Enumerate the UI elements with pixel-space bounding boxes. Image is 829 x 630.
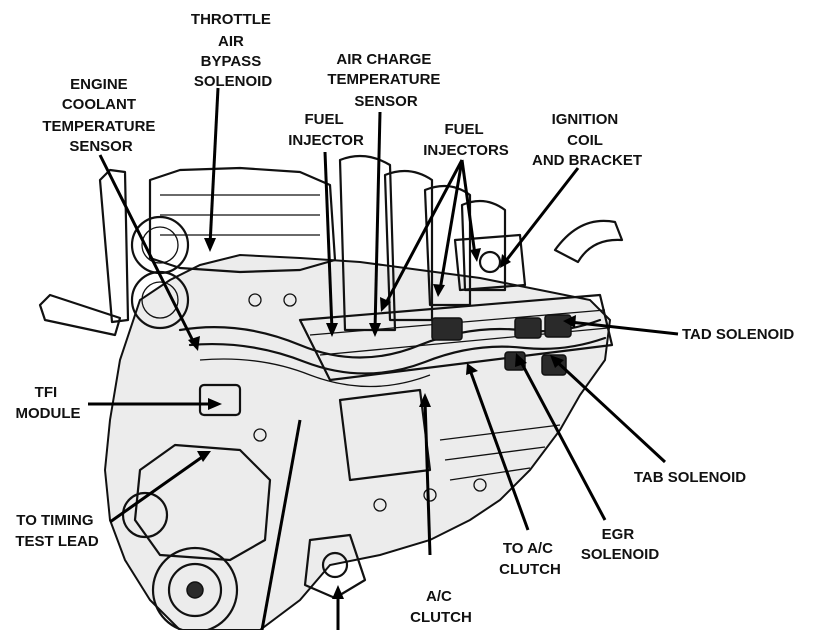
- label-to-ac-clutch: TO A/C CLUTCH: [499, 540, 561, 578]
- label-air-charge-temp: AIR CHARGE TEMPERATURE SENSOR: [327, 51, 444, 110]
- crank-pulley: [151, 546, 239, 630]
- leader-to-ac-clutch: [468, 369, 530, 531]
- label-to-timing-test-lead: TO TIMING TEST LEAD: [15, 512, 99, 550]
- label-tab-solenoid: TAB SOLENOID: [634, 469, 746, 486]
- leader-air-charge: [373, 111, 382, 331]
- leader-ac-clutch-a: [423, 399, 432, 556]
- leader-lower-left: [260, 419, 302, 630]
- leader-tad-solenoid: [569, 320, 679, 336]
- leader-egr-solenoid: [518, 359, 607, 521]
- label-tfi-module: TFI MODULE: [16, 384, 81, 422]
- label-tad-solenoid: TAD SOLENOID: [682, 326, 794, 343]
- label-engine-coolant-temp: ENGINE COOLANT TEMPERATURE SENSOR: [42, 76, 159, 155]
- leader-fuel-injectors-c: [460, 159, 477, 256]
- label-fuel-injectors: FUEL INJECTORS: [423, 121, 509, 159]
- label-egr-solenoid: EGR SOLENOID: [581, 526, 660, 563]
- label-ignition-coil: IGNITION COIL AND BRACKET: [532, 111, 642, 169]
- labels: THROTTLE AIR BYPASS SOLENOID ENGINE COOL…: [15, 11, 794, 626]
- leader-ignition-coil: [503, 167, 580, 263]
- leader-fuel-injector: [323, 151, 334, 331]
- leader-fuel-injectors-b: [438, 159, 464, 291]
- label-fuel-injector: FUEL INJECTOR: [288, 111, 364, 149]
- label-ac-clutch: A/C CLUTCH: [410, 588, 472, 626]
- arrowheads: [188, 238, 576, 599]
- leader-engine-coolant: [98, 154, 197, 346]
- leader-tab-solenoid: [553, 358, 667, 464]
- label-throttle-air-bypass: THROTTLE AIR BYPASS SOLENOID: [191, 11, 275, 90]
- leader-fuel-injectors-a: [383, 159, 464, 306]
- leader-timing-test-lead: [109, 453, 206, 524]
- leader-lines: [88, 87, 679, 630]
- engine-illustration: [38, 154, 624, 630]
- leader-throttle-air-bypass: [208, 87, 220, 246]
